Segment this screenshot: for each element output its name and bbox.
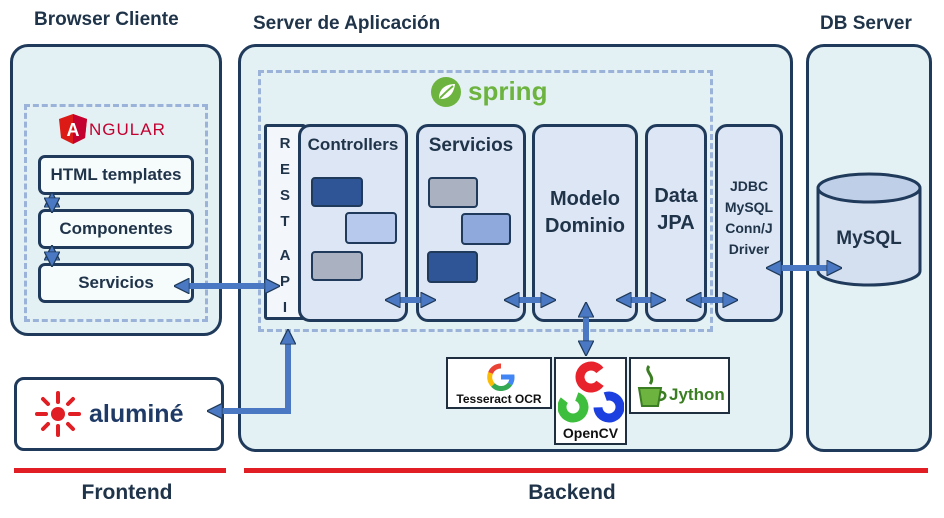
service-block-1 bbox=[428, 177, 478, 208]
dominio-label: Dominio bbox=[545, 215, 625, 237]
service-block-2 bbox=[461, 213, 511, 245]
tesseract-label: Tesseract OCR bbox=[456, 392, 542, 406]
jython-box: Jython bbox=[629, 357, 730, 414]
rest-api-letter: I bbox=[282, 299, 288, 316]
data-label: Data bbox=[654, 185, 698, 207]
alumine-wordmark: aluminé bbox=[89, 400, 184, 428]
angular-shield-icon: A bbox=[59, 114, 87, 144]
backend-label: Backend bbox=[528, 481, 616, 504]
rest-api-letter: T bbox=[280, 213, 290, 230]
jython-cup-icon bbox=[637, 365, 667, 407]
rest-api-letter: S bbox=[279, 187, 290, 204]
frontend-label: Frontend bbox=[81, 481, 173, 504]
rest-api-letter: E bbox=[279, 161, 290, 178]
angular-initial: A bbox=[67, 120, 80, 140]
angular-wordmark: NGULAR bbox=[89, 120, 166, 139]
backend-bar bbox=[244, 468, 928, 473]
data-jpa-box: Data JPA bbox=[645, 124, 707, 322]
controllers-title: Controllers bbox=[307, 135, 399, 154]
modelo-dominio-box: Modelo Dominio bbox=[532, 124, 638, 322]
app-server-title: Server de Aplicación bbox=[253, 13, 441, 34]
opencv-box: OpenCV bbox=[554, 357, 627, 445]
service-block-3 bbox=[427, 251, 478, 283]
controller-block-1 bbox=[311, 177, 363, 207]
google-g-icon bbox=[487, 363, 515, 391]
opencv-rings-icon bbox=[558, 361, 624, 423]
opencv-label: OpenCV bbox=[562, 425, 619, 441]
jython-label: Jython bbox=[669, 385, 725, 404]
controller-block-2 bbox=[345, 212, 397, 244]
rest-api-letter: R bbox=[279, 135, 291, 152]
jdbc-mysql-label: MySQL bbox=[724, 199, 774, 215]
angular-logo: A NGULAR bbox=[58, 113, 208, 144]
rest-api-letter: P bbox=[279, 273, 290, 290]
browser-client-title: Browser Cliente bbox=[34, 9, 179, 30]
spring-wordmark: spring bbox=[468, 76, 548, 106]
angular-boundary bbox=[24, 104, 208, 322]
jdbc-label: JDBC bbox=[729, 178, 769, 194]
rest-api-letter: A bbox=[279, 247, 291, 264]
db-server-title: DB Server bbox=[820, 13, 912, 34]
spring-leaf-icon bbox=[431, 77, 461, 107]
jdbc-connj-label: Conn/J bbox=[725, 220, 773, 236]
mysql-label: MySQL bbox=[836, 228, 902, 249]
componentes-box: Componentes bbox=[38, 209, 194, 249]
spring-logo: spring bbox=[430, 76, 560, 110]
jdbc-driver-box: JDBC MySQL Conn/J Driver bbox=[715, 124, 783, 322]
controller-block-3 bbox=[311, 251, 363, 281]
html-templates-box: HTML templates bbox=[38, 155, 194, 195]
frontend-bar bbox=[14, 468, 226, 473]
modelo-label: Modelo bbox=[550, 188, 620, 210]
alumine-box: aluminé bbox=[14, 377, 224, 451]
alumine-sun-icon bbox=[35, 391, 81, 437]
jdbc-driver-label: Driver bbox=[728, 241, 770, 257]
mysql-database-icon bbox=[816, 172, 922, 287]
servicios-frontend-box: Servicios bbox=[38, 263, 194, 303]
tesseract-ocr-box: Tesseract OCR bbox=[446, 357, 552, 409]
jpa-label: JPA bbox=[657, 212, 695, 234]
servicios-backend-title: Servicios bbox=[428, 135, 514, 156]
spring-boundary bbox=[258, 70, 713, 332]
